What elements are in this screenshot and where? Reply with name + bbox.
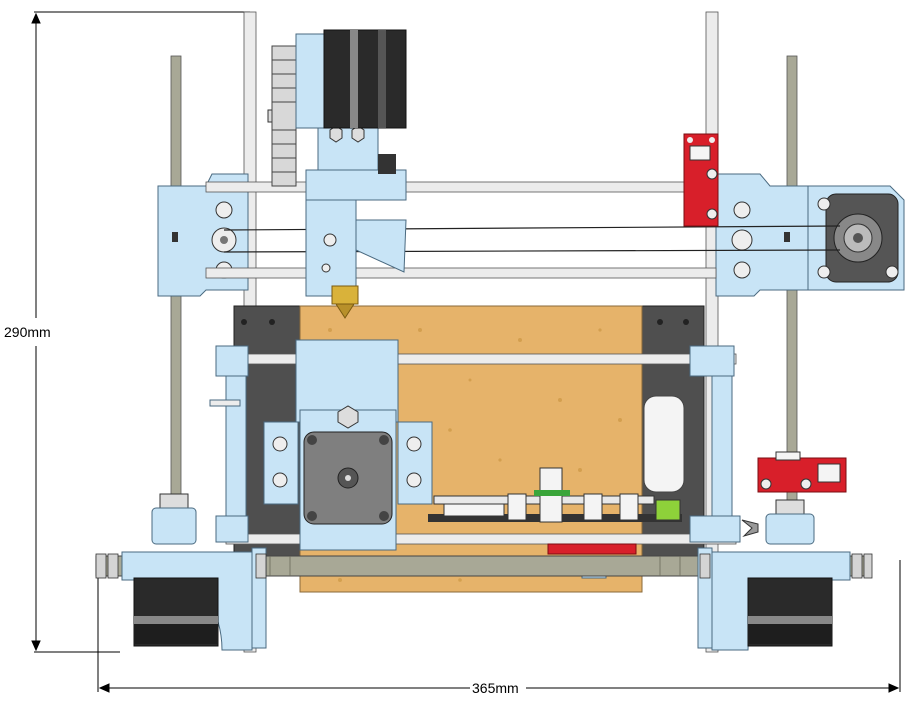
z-coupler-left bbox=[151, 493, 197, 545]
y-bracket-left bbox=[209, 345, 249, 543]
endstop-board-bottom bbox=[757, 451, 847, 493]
stepper-motor-z-right bbox=[747, 577, 833, 647]
endstop-board-top bbox=[683, 133, 719, 227]
electronics-board bbox=[428, 467, 682, 579]
stepper-motor-x-axis bbox=[807, 185, 905, 291]
stepper-motor-extruder bbox=[295, 29, 407, 129]
y-bracket-right bbox=[689, 345, 741, 543]
width-dimension bbox=[97, 560, 901, 693]
height-dimension-label: 290mm bbox=[4, 324, 51, 340]
z-coupler-right bbox=[741, 499, 815, 545]
height-dimension bbox=[31, 11, 250, 653]
stepper-motor-z-left bbox=[133, 577, 219, 647]
x-axis-end-right bbox=[715, 173, 809, 297]
stepper-motor-y-axis bbox=[263, 339, 433, 551]
hotend-nozzle bbox=[331, 285, 359, 319]
width-dimension-label: 365mm bbox=[472, 680, 519, 696]
